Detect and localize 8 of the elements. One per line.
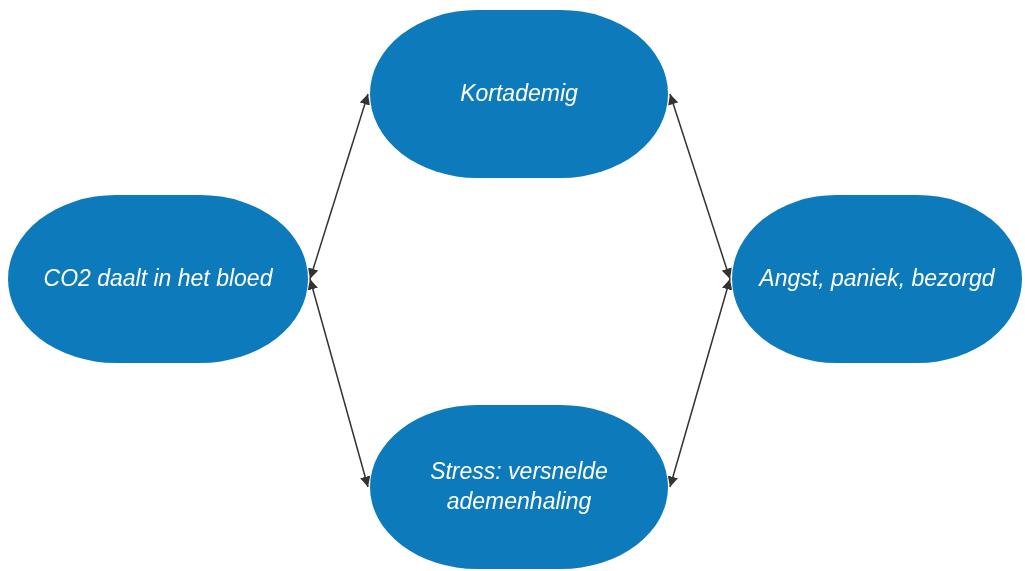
node-label: Kortademig [460, 79, 578, 109]
arrow [667, 278, 733, 488]
arrow [668, 93, 732, 280]
arrow [308, 93, 370, 280]
node-label: Angst, paniek, bezorgd [759, 264, 995, 294]
node-label: Stress: versnelde ademenhaling [429, 457, 609, 516]
arrow [307, 278, 371, 488]
node-label: CO2 daalt in het bloed [43, 264, 273, 294]
